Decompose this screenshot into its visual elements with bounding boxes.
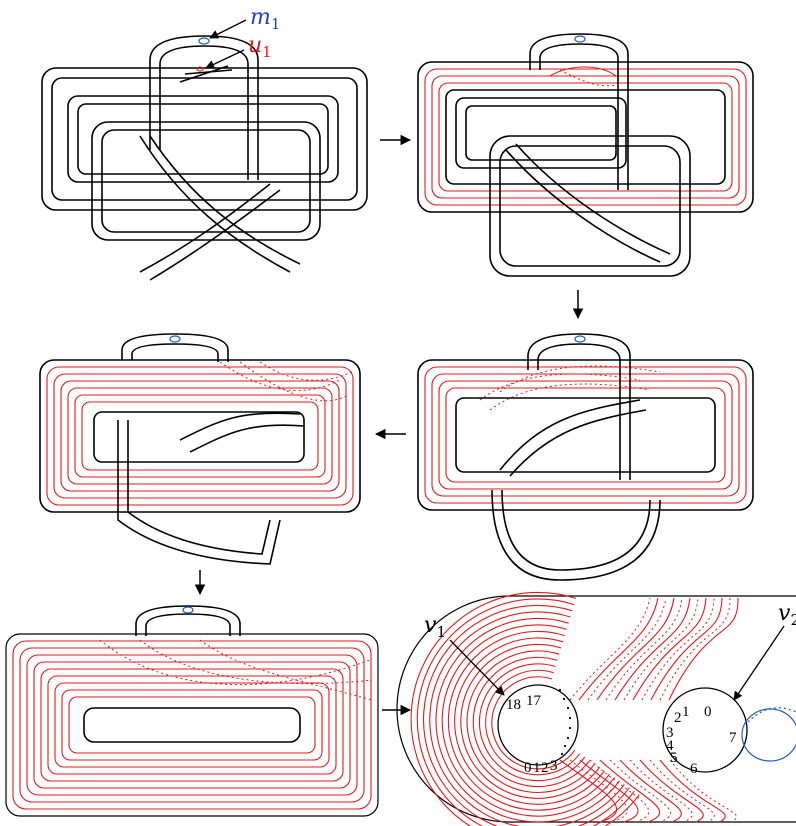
u1-sub: 1 [262, 43, 272, 61]
disk-v1 [497, 684, 579, 766]
v2-num-2: 2 [674, 710, 682, 726]
v1-num-2: 2 [541, 760, 549, 776]
red-arc [659, 597, 731, 701]
panel-2-knot-diagram [417, 33, 754, 277]
red-arc [641, 597, 715, 701]
red-arc [423, 604, 630, 826]
red-arc [650, 597, 723, 701]
panel-4-knot-diagram [39, 333, 361, 565]
red-arc [416, 598, 635, 826]
red-arc [491, 676, 576, 770]
v2-num-7: 7 [729, 730, 737, 746]
panel-1-knot-diagram [41, 35, 368, 281]
red-arc [599, 759, 661, 823]
svg-text:v1: v1 [424, 613, 446, 641]
v2-num-4: 4 [666, 738, 674, 754]
red-arc [485, 669, 581, 776]
red-arc [669, 759, 737, 823]
label-u1: u1 [205, 33, 272, 69]
v1-num-0: 0 [524, 760, 532, 776]
red-arc [569, 759, 628, 823]
red-arc [559, 759, 617, 823]
v2-num-6: 6 [690, 761, 698, 777]
v1-main: v [424, 613, 437, 638]
red-arc [605, 597, 683, 701]
panel-6-disk-diagram: 18 17 0 1 2 3 0 1 2 3 4 5 6 7 [396, 591, 796, 826]
v2-main: v [778, 601, 791, 626]
red-arc [460, 643, 601, 799]
red-arc [472, 656, 591, 788]
u1-main: u [248, 33, 262, 58]
red-arc [623, 597, 699, 701]
v2-sub: 2 [790, 611, 796, 629]
red-arc [578, 597, 659, 701]
red-arc [441, 624, 615, 817]
red-arc [435, 617, 620, 823]
v1-num-17: 17 [526, 693, 542, 709]
v2-num-1: 1 [682, 704, 690, 720]
label-v2: v2 [733, 601, 796, 701]
v1-num-1: 1 [533, 760, 541, 776]
v2-num-0: 0 [704, 704, 712, 720]
panel-5-knot-diagram [5, 605, 379, 817]
v2-num-5: 5 [670, 750, 678, 766]
red-arc [579, 759, 639, 823]
svg-text:u1: u1 [248, 33, 272, 61]
v2-num-3: 3 [666, 725, 674, 741]
red-arc [478, 663, 586, 782]
red-arc [668, 597, 739, 701]
m1-main: m [250, 5, 271, 30]
red-arc [632, 597, 707, 701]
red-arc [429, 611, 625, 826]
red-arc [410, 591, 640, 826]
svg-text:v2: v2 [778, 601, 796, 629]
v1-num-3: 3 [550, 758, 558, 774]
dots [558, 688, 572, 756]
red-arc [639, 759, 704, 823]
red-arc [466, 650, 596, 793]
v1-sub: 1 [436, 623, 446, 641]
red-arc [609, 759, 671, 823]
label-m1: m1 [209, 5, 280, 39]
red-arc [619, 759, 682, 823]
panel-3-knot-diagram [417, 333, 754, 581]
v1-num-18: 18 [506, 697, 521, 713]
red-arc [659, 759, 726, 823]
red-arc [569, 597, 651, 701]
red-arc [587, 597, 667, 701]
red-arc [614, 597, 691, 701]
m1-sub: 1 [271, 15, 281, 33]
svg-text:m1: m1 [250, 5, 280, 33]
disk-v2 [662, 687, 748, 773]
red-arc [447, 630, 610, 811]
red-arc [596, 597, 675, 701]
red-arcs [410, 591, 739, 826]
label-v1: v1 [424, 613, 505, 696]
red-arc [454, 637, 606, 805]
